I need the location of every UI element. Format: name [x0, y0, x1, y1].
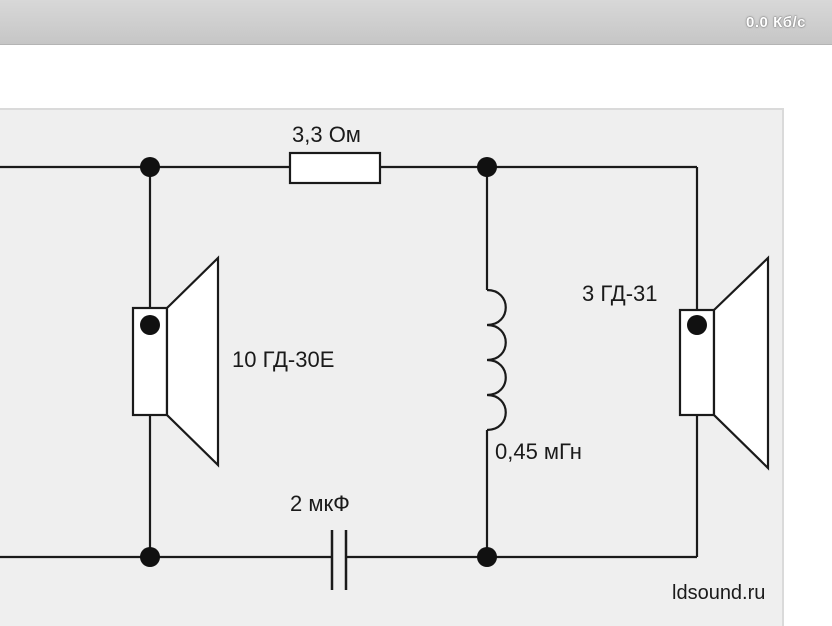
junction-dot	[140, 157, 160, 177]
resistor	[288, 151, 382, 185]
watermark: ldsound.ru	[672, 582, 765, 604]
woofer-speaker-icon	[131, 255, 220, 468]
junction-dot	[140, 547, 160, 567]
resistor-label: 3,3 Ом	[292, 122, 361, 147]
network-speed: 0.0 Кб/с	[746, 14, 806, 31]
inductor-label: 0,45 мГн	[495, 439, 582, 464]
tweeter-terminal-dot	[687, 315, 707, 335]
junction-dot	[477, 157, 497, 177]
woofer-terminal-dot	[140, 315, 160, 335]
status-bar: 0.0 Кб/с	[0, 0, 832, 45]
capacitor	[330, 530, 348, 590]
junction-dots	[140, 157, 707, 567]
tweeter-label: 3 ГД-31	[582, 281, 658, 306]
inductor-coil	[486, 288, 507, 432]
diagram-background	[0, 108, 784, 626]
junction-dot	[477, 547, 497, 567]
capacitor-label: 2 мкФ	[290, 491, 350, 516]
tweeter-speaker-icon	[678, 255, 770, 471]
woofer-label: 10 ГД-30Е	[232, 347, 334, 372]
